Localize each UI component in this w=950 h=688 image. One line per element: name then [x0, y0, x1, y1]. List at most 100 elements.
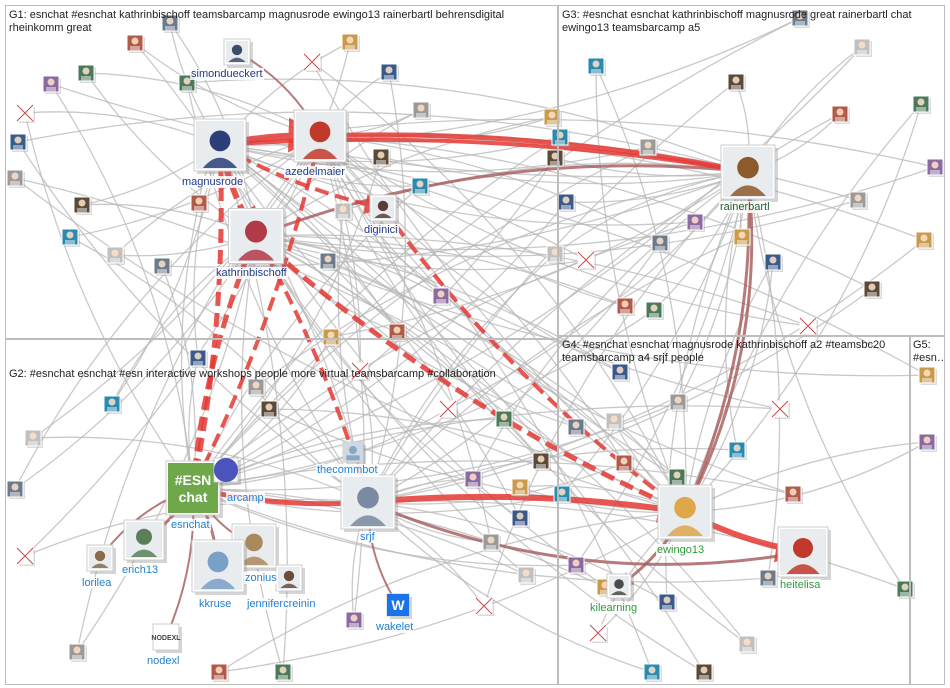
edge-gray	[472, 171, 749, 480]
node-avatar	[658, 593, 677, 612]
edge-gray	[219, 144, 781, 410]
node-avatar	[517, 566, 536, 585]
woman-photo-icon[interactable]	[369, 194, 399, 224]
teams-logo-icon[interactable]	[213, 457, 241, 485]
edge-gray	[76, 235, 258, 653]
edge-strong	[381, 206, 687, 514]
label-azedelmaier[interactable]: azedelmaier	[284, 166, 346, 178]
node-avatar	[577, 251, 596, 270]
wakelet-logo-icon[interactable]: W	[386, 593, 412, 619]
edge-gray	[69, 236, 369, 503]
batman-avatar-icon[interactable]	[193, 118, 249, 174]
node-avatar	[926, 158, 945, 177]
nodexl-logo-icon[interactable]: NODEXL	[151, 623, 182, 653]
edge-gray	[218, 511, 686, 673]
node-avatar	[189, 349, 208, 368]
label-esnchat[interactable]: esnchat	[170, 519, 211, 531]
woman-photo-icon[interactable]	[275, 564, 305, 594]
node-avatar	[9, 133, 28, 152]
node-avatar	[411, 177, 430, 196]
edge-gray	[684, 441, 928, 513]
node-avatar	[728, 441, 747, 460]
node-avatar	[380, 63, 399, 82]
label-kathrinbischoff[interactable]: kathrinbischoff	[215, 267, 288, 279]
label-nodexl[interactable]: nodexl	[146, 655, 181, 667]
label-diginici[interactable]: diginici	[363, 224, 399, 236]
node-avatar	[645, 301, 664, 320]
group-title-g2: G2: #esnchat esnchat #esn interactive wo…	[9, 368, 496, 380]
node-avatar	[643, 663, 662, 682]
edge-gray	[319, 135, 626, 307]
cartoon-avatar-icon[interactable]	[657, 484, 715, 542]
label-magnusrode[interactable]: magnusrode	[181, 176, 245, 188]
label-erich13[interactable]: erich13	[121, 564, 160, 576]
edge-gray	[380, 156, 749, 185]
edge-gray	[192, 487, 577, 567]
owl-avatar-icon[interactable]	[720, 144, 778, 202]
label-kkruse[interactable]: kkruse	[198, 598, 233, 610]
edge-gray	[32, 436, 369, 503]
label-rainerbartl[interactable]: rainerbartl	[719, 201, 771, 213]
woman-photo-icon[interactable]	[777, 526, 831, 580]
node-avatar	[247, 378, 266, 397]
label-teamsbarcamp[interactable]: arcamp	[226, 492, 265, 504]
edge-medium	[683, 170, 757, 513]
edge-gray	[255, 169, 749, 388]
label-ewingo13[interactable]: ewingo13	[656, 544, 706, 556]
edge-gray	[192, 221, 696, 489]
edge-gray	[192, 487, 769, 583]
edge-gray	[255, 235, 748, 645]
man-photo-icon[interactable]	[340, 474, 398, 532]
label-wakelet[interactable]: wakelet	[375, 621, 415, 633]
edge-gray	[218, 509, 686, 673]
node-avatar	[73, 196, 92, 215]
edge-gray	[682, 261, 774, 513]
label-zonius[interactable]: zonius	[244, 572, 278, 584]
edge-gray	[367, 242, 661, 503]
node-avatar	[587, 57, 606, 76]
group-title-g5: G5: #esn…	[913, 339, 945, 364]
node-avatar	[322, 328, 341, 347]
woman-photo-icon[interactable]	[231, 523, 279, 571]
man-photo-icon[interactable]	[606, 573, 634, 601]
label-srjf[interactable]: srjf	[359, 531, 376, 543]
label-jennifercreinin[interactable]: jennifercreinin	[246, 598, 317, 610]
node-avatar	[210, 663, 229, 682]
node-avatar	[863, 280, 882, 299]
edge-medium	[255, 163, 750, 238]
node-avatar	[42, 75, 61, 94]
man-photo-icon[interactable]	[123, 519, 167, 563]
group-box-g3	[558, 5, 945, 336]
group-box-g5	[910, 336, 945, 685]
edge-gray	[219, 144, 577, 428]
node-avatar	[764, 253, 783, 272]
cartoon-avatar-icon[interactable]	[293, 109, 349, 165]
node-avatar	[68, 643, 87, 662]
node-avatar	[341, 33, 360, 52]
node-avatar	[161, 14, 180, 33]
edge-gray	[192, 405, 781, 490]
edge-gray	[319, 135, 361, 372]
node-avatar	[915, 231, 934, 250]
node-avatar	[16, 547, 35, 566]
edge-gray	[367, 447, 738, 504]
label-lorilea[interactable]: lorilea	[81, 577, 113, 589]
woman-photo-icon[interactable]	[191, 539, 247, 595]
edge-gray	[161, 170, 749, 268]
woman-photo-icon[interactable]	[86, 544, 116, 574]
woman-photo-icon[interactable]	[228, 208, 287, 267]
node-avatar	[784, 485, 803, 504]
node-avatar	[567, 556, 586, 575]
node-avatar	[6, 169, 25, 188]
node-avatar	[668, 468, 687, 487]
node-avatar	[439, 400, 458, 419]
label-simondueckert[interactable]: simondueckert	[190, 68, 264, 80]
node-avatar	[351, 362, 370, 381]
label-kilearning[interactable]: kilearning	[589, 602, 639, 614]
node-avatar	[303, 53, 322, 72]
label-heitelisa[interactable]: heitelisa	[779, 579, 822, 591]
label-thecommbot[interactable]: thecommbot	[316, 464, 379, 476]
man-photo-icon[interactable]	[223, 38, 253, 68]
default-avatar-icon[interactable]	[342, 441, 366, 465]
